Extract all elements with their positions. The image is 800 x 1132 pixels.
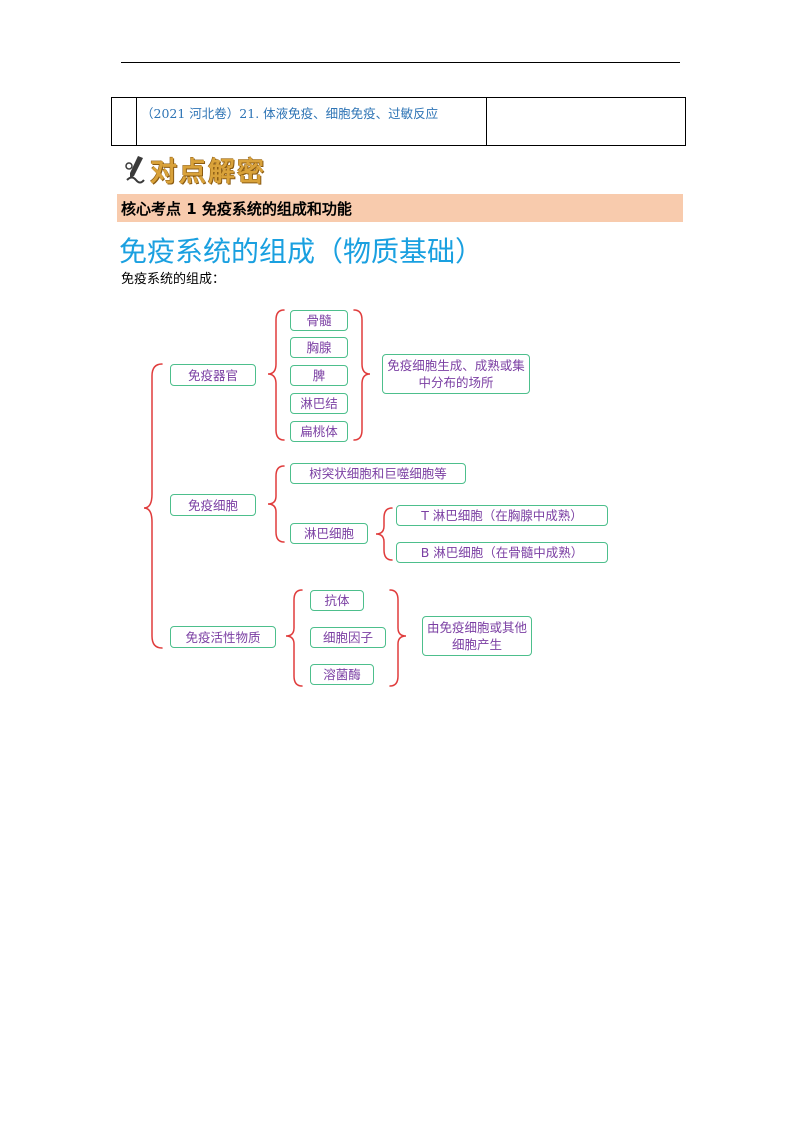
active-item-box: 溶菌酶 [310, 664, 374, 685]
cells-brace [267, 465, 285, 543]
banner: 对点解密 [124, 151, 266, 188]
section-bar: 核心考点 1 免疫系统的组成和功能 [117, 194, 683, 222]
organs-right-brace [353, 309, 371, 441]
pen-writing-icon [125, 156, 145, 184]
intro-text: 免疫系统的组成： [121, 272, 226, 287]
header-rule [121, 62, 680, 63]
reference-index-cell [112, 98, 137, 145]
active-label-box: 免疫活性物质 [170, 626, 276, 648]
b-cell-box: B 淋巴细胞（在骨髓中成熟） [396, 542, 608, 563]
page-title: 免疫系统的组成（物质基础） [119, 235, 484, 268]
organ-item-box: 骨髓 [290, 310, 348, 331]
organ-item-box: 脾 [290, 365, 348, 386]
main-brace [143, 363, 163, 649]
organs-label-box: 免疫器官 [170, 364, 256, 386]
active-note-box: 由免疫细胞或其他细胞产生 [422, 616, 532, 656]
reference-content-cell [136, 98, 487, 145]
reference-text: （2021 河北卷）21. 体液免疫、细胞免疫、过敏反应 [141, 106, 439, 121]
cells-label-box: 免疫细胞 [170, 494, 256, 516]
active-item-box: 抗体 [310, 590, 364, 611]
active-left-brace [285, 589, 303, 687]
organ-item-box: 淋巴结 [290, 393, 348, 414]
diagram-braces [143, 309, 407, 687]
section-title: 核心考点 1 免疫系统的组成和功能 [121, 200, 352, 218]
organs-left-brace [267, 309, 285, 441]
t-cell-box: T 淋巴细胞（在胸腺中成熟） [396, 505, 608, 526]
lymph-brace [375, 507, 393, 561]
organ-item-box: 扁桃体 [290, 421, 348, 442]
lymph-cells-box: 淋巴细胞 [290, 523, 368, 544]
organs-note-box: 免疫细胞生成、成熟或集中分布的场所 [382, 354, 530, 394]
dendritic-cells-box: 树突状细胞和巨噬细胞等 [290, 463, 466, 484]
banner-title: 对点解密 [150, 156, 266, 188]
active-item-box: 细胞因子 [310, 627, 386, 648]
organ-item-box: 胸腺 [290, 337, 348, 358]
active-right-brace [389, 589, 407, 687]
reference-table: （2021 河北卷）21. 体液免疫、细胞免疫、过敏反应 [111, 97, 686, 146]
